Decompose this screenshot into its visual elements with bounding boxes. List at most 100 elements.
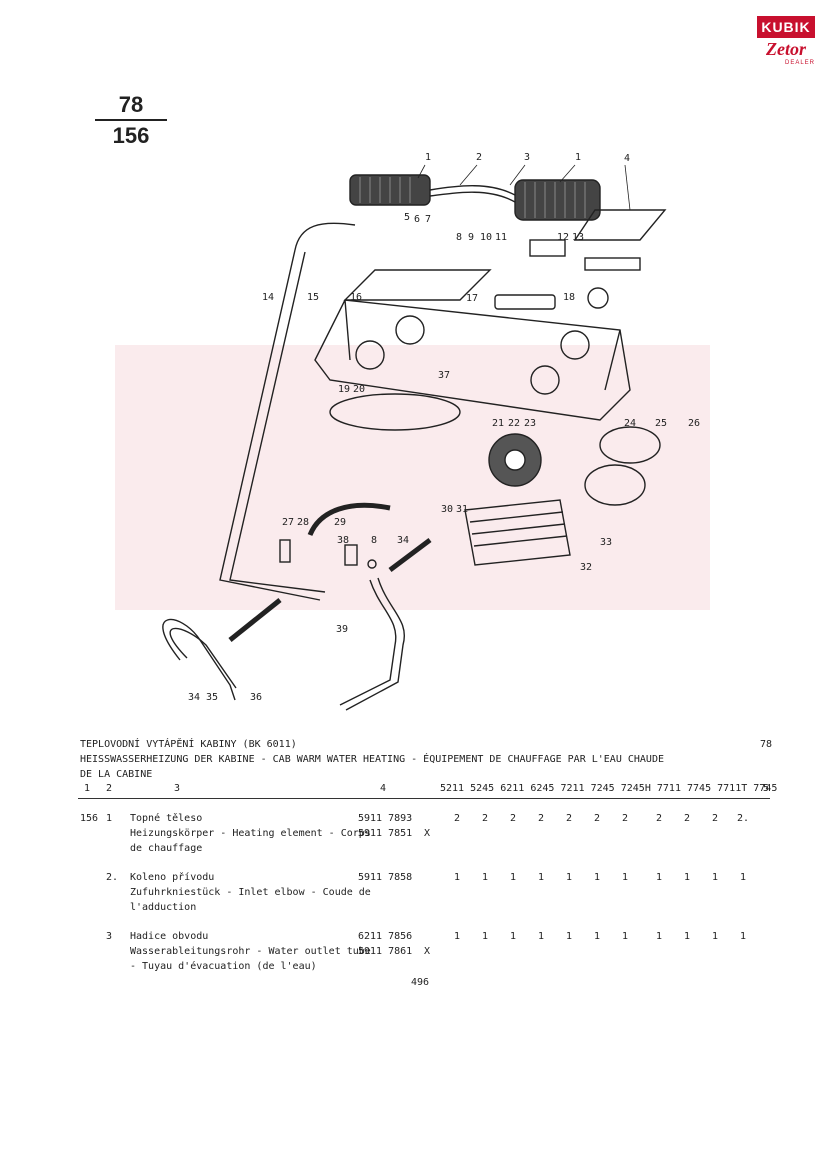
item-qty: 2	[481, 813, 489, 824]
heating-element-left	[349, 174, 431, 206]
col-header-1: 1	[84, 783, 91, 794]
logo-dealer: DEALER	[784, 60, 815, 66]
logo-maker: Zetor	[766, 39, 806, 59]
item-qty: 2	[565, 813, 573, 824]
item-mark: X	[424, 946, 431, 957]
item-qty: 1	[711, 931, 719, 942]
filter-plate	[573, 209, 667, 241]
section-heading: TEPLOVODNÍ VYTÁPĚNÍ KABINY (BK 6011) HEI…	[80, 737, 780, 782]
model: 5211	[440, 783, 465, 794]
item-qty: 2	[537, 813, 545, 824]
hose-36	[228, 598, 282, 642]
item-qty: 1	[453, 872, 461, 883]
footer-number: 496	[410, 977, 430, 988]
tube-3	[429, 185, 516, 196]
knob-18	[587, 287, 609, 309]
item-qty: 2	[593, 813, 601, 824]
item-qty: 1	[565, 931, 573, 942]
item-qty: 1	[593, 931, 601, 942]
kubik-zetor-logo: KUBIK Zetor DEALER	[757, 16, 815, 74]
item-qty: 2	[655, 813, 663, 824]
item-fig: 156	[80, 813, 99, 824]
heater-housing	[314, 299, 631, 421]
col-header-models: 5211 5245 6211 6245 7211 7245 7245H 7711…	[440, 781, 777, 796]
item-pos: 3	[106, 931, 113, 942]
item-qty: 1	[537, 872, 545, 883]
fraction-bar	[95, 119, 167, 121]
tube-3-inner	[429, 191, 516, 203]
item-qty: 1	[565, 872, 573, 883]
item-part-number: 5911 7893	[358, 813, 413, 824]
item-name-multi: Zufuhrkniestück - Inlet elbow - Coude de	[130, 887, 371, 898]
item-qty: 1	[683, 872, 691, 883]
ring-25	[599, 426, 661, 464]
tube-top	[294, 222, 356, 251]
item-qty: 1	[621, 872, 629, 883]
item-qty: 1	[739, 931, 747, 942]
model: 5245	[470, 783, 495, 794]
item-qty: 1	[711, 872, 719, 883]
tube-14	[219, 249, 321, 601]
item-qty: 2	[509, 813, 517, 824]
model: 7245H	[620, 783, 651, 794]
part-8	[367, 559, 377, 569]
item-name-cont: de chauffage	[130, 843, 203, 854]
item-pos: 1	[106, 813, 113, 824]
model: 7711	[656, 783, 681, 794]
model: 7745	[753, 783, 778, 794]
part-38	[344, 544, 358, 566]
hose-29	[307, 502, 391, 537]
item-name-cz: Topné těleso	[130, 813, 203, 824]
item-qty: 1	[655, 931, 663, 942]
model: 7245	[590, 783, 615, 794]
item-part-number: 5911 7858	[358, 872, 413, 883]
item-qty: 1	[509, 872, 517, 883]
page-fraction: 78 156	[95, 92, 167, 149]
item-qty: 1	[481, 872, 489, 883]
ring-26	[584, 464, 646, 506]
item-qty: 1	[655, 872, 663, 883]
model: 7211	[560, 783, 585, 794]
item-name-cont: - Tuyau d'évacuation (de l'eau)	[130, 961, 317, 972]
item-pos: 2.	[106, 872, 119, 883]
item-qty: 1	[509, 931, 517, 942]
item-qty: 1	[453, 931, 461, 942]
hose-34	[388, 538, 432, 572]
item-name-multi: Heizungskörper - Heating element - Corps	[130, 828, 371, 839]
loop-hose	[162, 618, 236, 701]
model: 6211	[500, 783, 525, 794]
page-number: 78	[760, 739, 773, 750]
item-qty: 1	[683, 931, 691, 942]
model: 6245	[530, 783, 555, 794]
clip-27	[279, 539, 291, 563]
col-header-3: 3	[174, 783, 181, 794]
col-header-5: 5	[763, 783, 770, 794]
item-name-cz: Hadice obvodu	[130, 931, 209, 942]
label-13	[584, 257, 641, 271]
exploded-parts-diagram	[162, 164, 667, 711]
fraction-top: 78	[118, 92, 144, 117]
model: 7745	[687, 783, 712, 794]
model: 7711T	[717, 783, 748, 794]
cover-plate	[343, 269, 492, 301]
pipe-39	[339, 579, 397, 706]
header-rule	[78, 798, 770, 799]
item-qty: 1	[621, 931, 629, 942]
heading-line-fr-cont: DE LA CABINE	[80, 769, 153, 780]
item-qty: 1	[537, 931, 545, 942]
item-part-number: 6211 7856	[358, 931, 413, 942]
col-header-2: 2	[106, 783, 113, 794]
item-qty: 2	[621, 813, 629, 824]
item-name-multi: Wasserableitungsrohr - Water outlet tube	[130, 946, 371, 957]
bracket-17	[494, 294, 556, 310]
item-part-number: 5911 7851	[358, 828, 413, 839]
item-name-cz: Koleno přívodu	[130, 872, 215, 883]
item-qty: 1	[739, 872, 747, 883]
item-part-number: 5911 7861	[358, 946, 413, 957]
logo-brand: KUBIK	[757, 16, 815, 38]
lid-19	[329, 393, 461, 431]
heading-line-cz: TEPLOVODNÍ VYTÁPĚNÍ KABINY (BK 6011)	[80, 739, 297, 750]
item-qty: 2	[683, 813, 691, 824]
fraction-bottom: 156	[112, 123, 150, 148]
heading-line-de-en-fr: HEISSWASSERHEIZUNG DER KABINE - CAB WARM…	[80, 754, 664, 765]
